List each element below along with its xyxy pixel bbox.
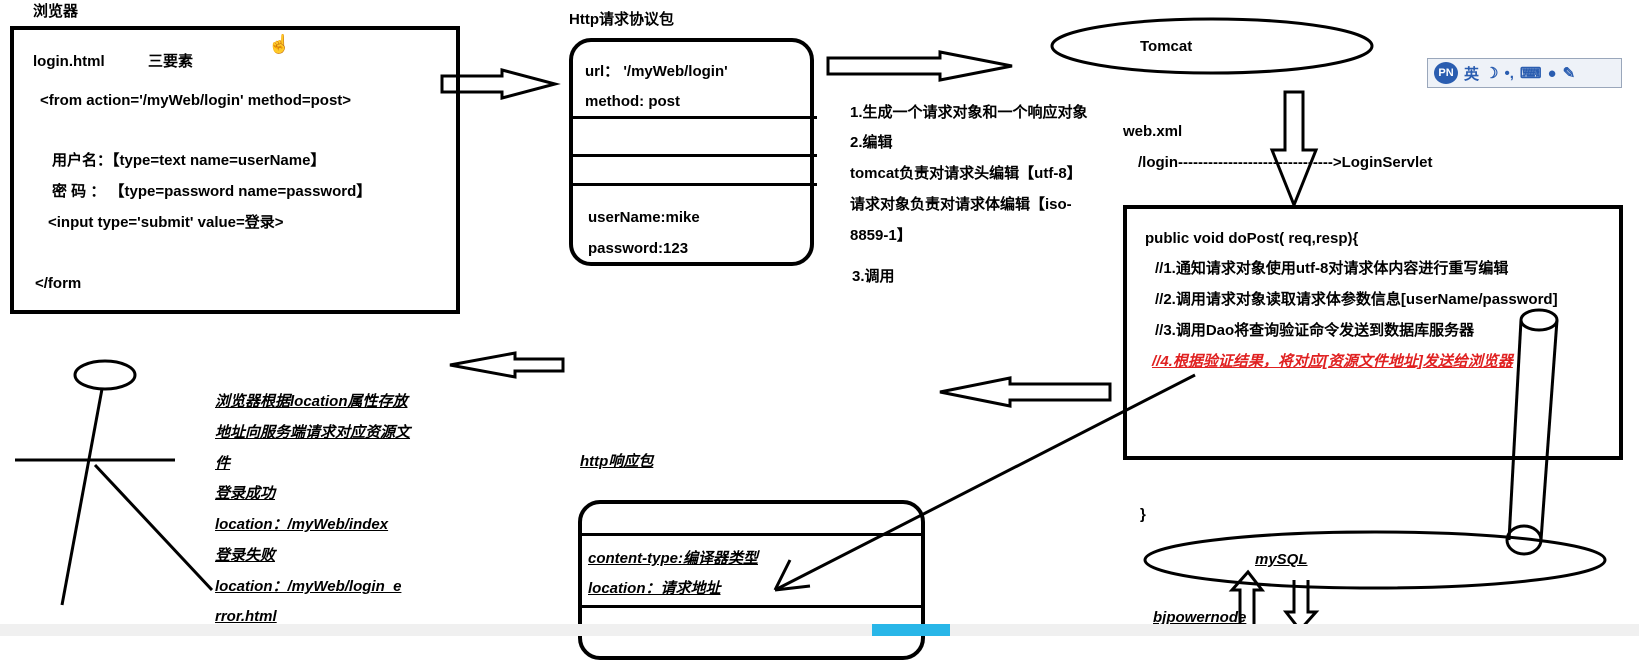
arrow-browser-to-request — [440, 68, 561, 100]
tomcat-step-2a: tomcat负责对请求头编辑【utf-8】 — [850, 165, 1082, 182]
moon-icon[interactable]: ☽ — [1485, 65, 1499, 82]
tomcat-step-2b: 请求对象负责对请求体编辑【iso- — [850, 196, 1072, 213]
note-line-1: 浏览器根据location属性存放 — [215, 393, 408, 410]
browser-form-close: </form — [35, 275, 82, 292]
request-username: userName:mike — [588, 209, 700, 226]
wrench-icon[interactable]: ✎ — [1562, 65, 1576, 82]
request-divider-3 — [571, 183, 817, 186]
diagram-lines — [15, 17, 1607, 636]
servlet-step-1: //1.通知请求对象使用utf-8对请求体内容进行重写编辑 — [1155, 260, 1509, 277]
browser-file: login.html — [33, 53, 105, 70]
note-location-error: location：/myWeb/login_e — [215, 578, 402, 595]
ime-lang-toggle[interactable]: 英 — [1464, 65, 1480, 83]
stick-figure-head — [73, 359, 137, 391]
browser-username-field: 用户名：【type=text name=userName】 — [52, 152, 326, 169]
punctuation-icon[interactable]: •, — [1504, 64, 1514, 82]
response-location: location：请求地址 — [588, 580, 721, 597]
note-login-success: 登录成功 — [215, 485, 276, 502]
hand-cursor-icon: ☝ — [268, 34, 291, 54]
request-method: method: post — [585, 93, 680, 110]
request-box — [569, 38, 814, 266]
note-location-error-cont: rror.html — [215, 608, 277, 625]
browser-box — [10, 26, 460, 314]
arrow-tomcat-to-servlet — [1269, 90, 1319, 210]
mysql-db-name: bjpowernode — [1153, 609, 1247, 626]
servlet-signature: public void doPost( req,resp){ — [1145, 230, 1359, 247]
note-login-fail: 登录失败 — [215, 547, 276, 564]
mysql-label: mySQL — [1255, 551, 1308, 568]
tomcat-step-3: 3.调用 — [852, 268, 895, 285]
tomcat-ellipse — [1050, 17, 1374, 75]
servlet-step-2: //2.调用请求对象读取请求体参数信息[userName/password] — [1155, 291, 1558, 308]
note-location-index: location：/myWeb/index — [215, 516, 389, 533]
request-title: Http请求协议包 — [569, 11, 674, 28]
response-divider-1 — [580, 533, 925, 536]
arrow-servlet-to-left — [939, 376, 1112, 408]
browser-submit-line: <input type='submit' value=登录> — [48, 214, 284, 231]
tomcat-step-2: 2.编辑 — [850, 134, 893, 151]
note-line-2: 地址向服务端请求对应资源文 — [215, 424, 411, 441]
tomcat-label: Tomcat — [1140, 38, 1193, 55]
ime-toolbar[interactable]: PN 英 ☽ •, ⌨ ● ✎ — [1427, 58, 1622, 88]
tomcat-step-2c: 8859-1】 — [850, 227, 912, 244]
note-line-3: 件 — [215, 455, 231, 472]
browser-form-open: <from action='/myWeb/login' method=post> — [40, 92, 352, 109]
servlet-step-3: //3.调用Dao将查询验证命令发送到数据库服务器 — [1155, 322, 1475, 339]
webxml-mapping: /login------------------------------->Lo… — [1138, 154, 1433, 171]
tomcat-step-1: 1.生成一个请求对象和一个响应对象 — [850, 104, 1088, 121]
webxml-title: web.xml — [1123, 123, 1183, 140]
servlet-closing-brace: } — [1140, 506, 1146, 523]
bottom-taskbar — [0, 624, 1639, 636]
request-divider-1 — [571, 116, 817, 119]
response-content-type: content-type:编译器类型 — [588, 550, 758, 567]
servlet-box — [1123, 205, 1623, 460]
response-divider-2 — [580, 605, 925, 608]
ime-logo-icon: PN — [1434, 62, 1458, 84]
taskbar-active-item[interactable] — [872, 624, 950, 636]
browser-title: 浏览器 — [33, 3, 79, 20]
servlet-step-4: //4.根据验证结果，将对应[资源文件地址]发送给浏览器 — [1152, 353, 1513, 370]
browser-password-field: 密 码 ： 【type=password name=password】 — [52, 183, 372, 200]
browser-three-elements: 三要素 — [148, 53, 194, 70]
request-divider-2 — [571, 154, 817, 157]
mysql-ellipse — [1143, 530, 1607, 590]
arrow-to-browser — [449, 351, 565, 379]
request-url: url： '/myWeb/login' — [585, 63, 728, 80]
keyboard-icon[interactable]: ⌨ — [1519, 65, 1542, 82]
request-password: password:123 — [588, 240, 689, 257]
arrow-request-to-tomcat — [826, 50, 1013, 82]
arrowhead-response — [773, 559, 811, 592]
user-icon[interactable]: ● — [1547, 64, 1557, 82]
response-title: http响应包 — [580, 453, 654, 470]
